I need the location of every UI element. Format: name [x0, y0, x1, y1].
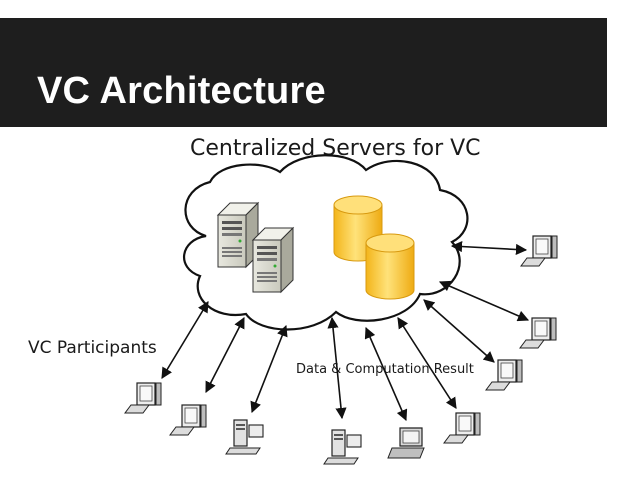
computer-icon [520, 235, 558, 267]
database-icon [365, 233, 415, 300]
arrow [364, 326, 408, 422]
computer-icon [443, 412, 481, 444]
arrow [250, 324, 288, 414]
title-bar [0, 18, 607, 127]
server-icon [252, 227, 294, 293]
arrow [438, 280, 530, 322]
arrow [205, 317, 245, 393]
laptop-icon [387, 427, 425, 459]
computer-icon [485, 359, 523, 391]
arrow [450, 240, 528, 256]
server-icon [217, 202, 259, 268]
participants-label: VC Participants [28, 338, 157, 358]
computer-icon [323, 429, 362, 465]
arrow [397, 317, 457, 409]
computer-icon [225, 419, 264, 455]
arrow [423, 299, 495, 363]
arrow [327, 316, 347, 420]
computer-icon [124, 382, 162, 414]
computer-icon [519, 317, 557, 349]
slide-title: VC Architecture [37, 70, 326, 112]
computer-icon [169, 404, 207, 436]
arrow [161, 301, 209, 379]
